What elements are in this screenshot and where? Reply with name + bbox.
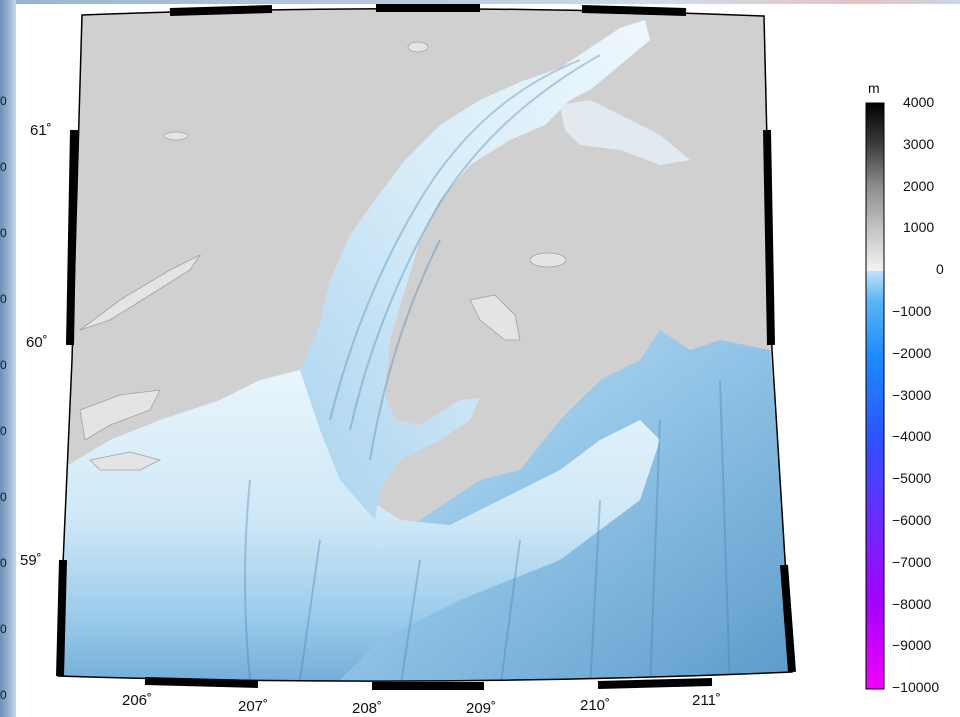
left-strip-digit: 0 — [0, 424, 7, 438]
lat-label-61: 61˚ — [30, 122, 52, 139]
map-border-scale — [56, 4, 796, 690]
left-strip-digit: 0 — [0, 160, 7, 174]
lakes — [79, 41, 567, 471]
colorbar-tick-label: −3000 — [892, 386, 932, 403]
colorbar-tick-label: −5000 — [892, 470, 932, 487]
colorbar-tick-label: 1000 — [903, 219, 935, 236]
lon-label-208: 208˚ — [352, 700, 383, 717]
colorbar-tick-label: −6000 — [892, 512, 932, 528]
colorbar-tick-label: 3000 — [903, 135, 935, 152]
seafloor-texture — [244, 54, 731, 682]
colorbar-tick-label: 0 — [936, 261, 944, 278]
lon-label-207: 207˚ — [238, 698, 269, 715]
colorbar-unit: m — [868, 80, 880, 96]
left-strip-digit: 0 — [0, 226, 7, 240]
left-strip-digit: 0 — [0, 556, 7, 570]
cook-inlet-water — [300, 20, 650, 520]
lat-label-59: 59˚ — [20, 552, 42, 569]
depth-colorbar — [865, 102, 885, 690]
colorbar-tick-label: −9000 — [892, 637, 932, 654]
turnagain-arm-water — [560, 100, 690, 165]
lon-label-210: 210˚ — [580, 697, 611, 714]
lon-label-209: 209˚ — [466, 700, 497, 717]
colorbar-tick-label: −4000 — [892, 428, 932, 445]
left-strip-digit: 0 — [0, 358, 7, 372]
left-strip-digit: 0 — [0, 490, 7, 504]
colorbar-tick-label: −1000 — [892, 303, 932, 319]
colorbar-tick-label: −8000 — [892, 595, 932, 612]
colorbar-tick-label: 2000 — [903, 177, 935, 194]
map-content — [58, 8, 792, 682]
colorbar-tick-label: −2000 — [892, 344, 932, 361]
left-strip-digit: 0 — [0, 688, 7, 702]
left-strip-digit: 0 — [0, 292, 7, 306]
window-top-edge — [16, 0, 960, 4]
colorbar-tick-label: −7000 — [892, 553, 932, 570]
lat-label-60: 60˚ — [26, 334, 48, 351]
left-window-edge: 0 0 0 0 0 0 0 0 0 0 — [0, 0, 16, 717]
left-strip-digit: 0 — [0, 622, 7, 636]
colorbar-tick-label: −10000 — [892, 679, 940, 696]
colorbar-tick-label: 4000 — [903, 94, 935, 110]
left-strip-digit: 0 — [0, 94, 7, 108]
shelikof-strait-water — [60, 370, 660, 682]
lon-label-206: 206˚ — [122, 692, 153, 709]
lon-label-211: 211˚ — [692, 692, 721, 709]
